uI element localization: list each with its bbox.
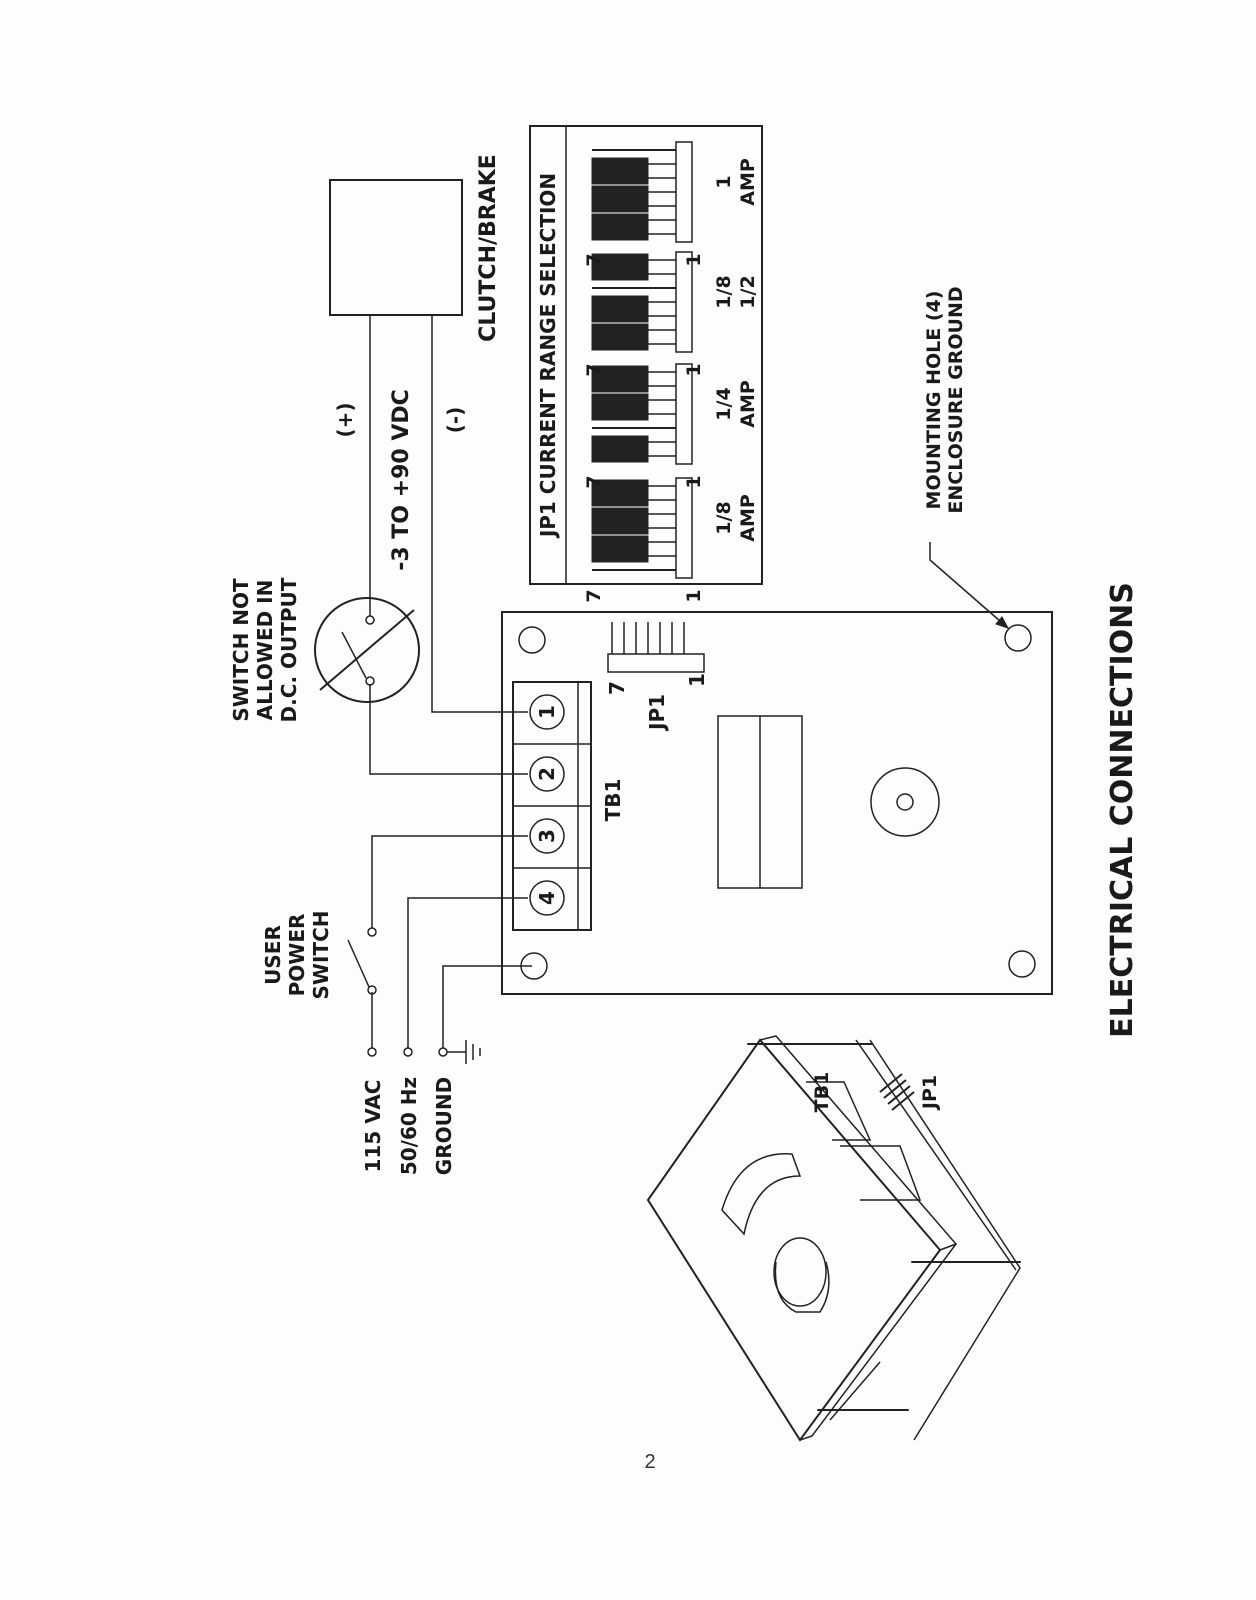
svg-text:MOUNTING HOLE (4): MOUNTING HOLE (4) [923,291,945,510]
tb1-terminal-2: 2 [535,767,559,781]
jp1-table-title: JP1 CURRENT RANGE SELECTION [536,173,560,539]
jumper-shunt [591,253,649,281]
ground-label: GROUND [432,1077,456,1175]
tb1-terminal-1: 1 [535,705,559,719]
neutral-wire [407,897,528,1048]
jumper-shunt [591,185,649,213]
jumper-shunt [591,479,649,507]
page-number: 2 [644,1451,655,1473]
svg-text:SWITCH NOT: SWITCH NOT [229,578,253,722]
clutch-brake-box [329,179,463,316]
plus-label: (+) [333,402,357,437]
jumper-shunt [591,365,649,393]
jumper-shunt [591,213,649,241]
tb1-terminal-4: 4 [535,891,559,905]
jp1-current-range-table: JP1 CURRENT RANGE SELECTION [529,125,763,585]
jp1-pin-7-label: 7 [605,681,629,695]
jumper-shunt [591,435,649,463]
svg-text:D.C. OUTPUT: D.C. OUTPUT [277,577,301,722]
jp1-option-unit: AMP [737,158,759,206]
jp1-option-pin-7-label: 7 [583,589,605,602]
jp1-option-unit: AMP [737,494,759,542]
mounting-hole-leader [929,542,1009,629]
switch-warning-label: SWITCH NOT ALLOWED IN D.C. OUTPUT [229,577,301,722]
jp1-option-value: 1 [713,175,735,188]
mounting-hole-icon [518,624,1036,980]
jp1-option-pin-1-label: 1 [683,363,705,376]
output-voltage-label: -3 TO +90 VDC [389,389,414,571]
jp1-option-pin-7-label: 7 [583,253,605,266]
svg-text:POWER: POWER [285,914,309,997]
jp1-option-unit: AMP [737,380,759,428]
jp1-option-pin-7-label: 7 [583,475,605,488]
jumper-shunt [591,393,649,421]
ground-symbol-icon [447,1040,481,1064]
isometric-board-view [646,1035,1021,1442]
svg-text:ENCLOSURE GROUND: ENCLOSURE GROUND [945,286,967,513]
iso-jp1-label: JP1 [919,1075,941,1111]
svg-text:ALLOWED IN: ALLOWED IN [253,580,277,721]
jumper-shunt [591,295,649,323]
jumper-shunt [591,507,649,535]
jp1-pin-1-label: 1 [685,673,709,687]
svg-text:USER: USER [261,925,285,985]
user-switch-blade [347,939,370,988]
vac-wire [371,835,528,928]
tb1-label: TB1 [601,779,625,822]
switch-not-allowed-icon [314,597,420,703]
user-switch-label: USER POWER SWITCH [261,911,333,1000]
hz-label: 50/60 Hz [397,1077,421,1175]
iso-tb1-label: TB1 [811,1072,833,1113]
mounting-hole-label: MOUNTING HOLE (4) ENCLOSURE GROUND [923,286,967,513]
circuit-board [501,611,1053,995]
svg-text:SWITCH: SWITCH [309,911,333,1000]
switch-to-tb1-2-wire [369,684,528,775]
jp1-header [607,622,705,673]
jp1-option-value: 1/8 [713,275,735,308]
clutch-brake-label: CLUTCH/BRAKE [476,154,501,342]
jp1-option-pin-1-label: 1 [683,253,705,266]
jp1-option-value: 1/4 [713,387,735,420]
jumper-shunt [591,323,649,351]
tb1-terminal-block: 1 2 3 4 [512,681,592,931]
jp1-option-pin-7-label: 7 [583,363,605,376]
jp1-option-unit: 1/2 [737,275,759,308]
jp1-option-value: 1/8 [713,501,735,534]
negative-wire [431,315,528,713]
vac-label: 115 VAC [361,1080,385,1173]
jumper-shunt [591,535,649,563]
tb1-terminal-3: 3 [535,829,559,843]
page-title: ELECTRICAL CONNECTIONS [1105,582,1140,1038]
ground-wire [442,965,532,1048]
jp1-label: JP1 [645,694,669,732]
board-component [717,715,803,889]
jp1-option-pin-1-label: 1 [683,589,705,602]
minus-label: (-) [443,407,467,434]
jumper-shunt [591,157,649,185]
jp1-option-pin-1-label: 1 [683,475,705,488]
potentiometer-icon [870,767,940,837]
